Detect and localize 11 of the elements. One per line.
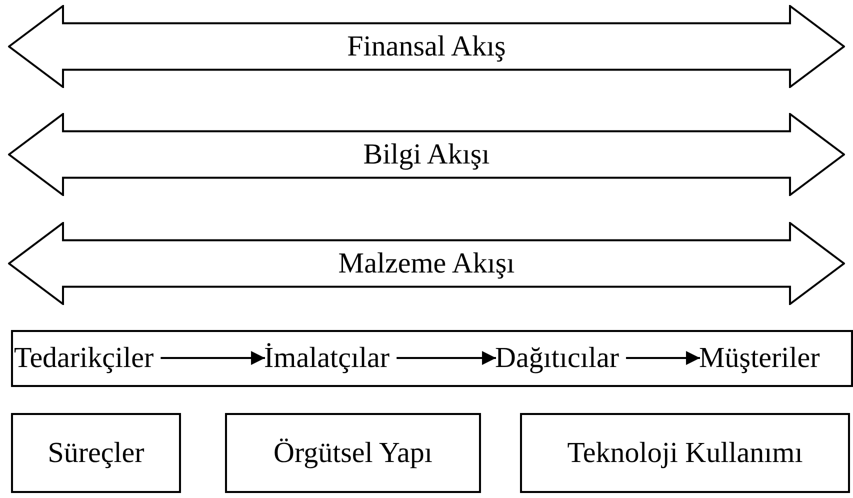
flow-label: Malzeme Akışı xyxy=(338,247,515,280)
flow-label: Bilgi Akışı xyxy=(363,138,490,171)
text-box: Süreçler xyxy=(11,413,181,493)
flow-label: Finansal Akış xyxy=(347,30,506,63)
chain-frame xyxy=(11,330,853,387)
text-box: Teknoloji Kullanımı xyxy=(520,413,850,493)
arrow xyxy=(160,351,265,365)
arrow xyxy=(626,351,700,365)
stage-label: İmalatçılar xyxy=(264,341,390,375)
text-box: Örgütsel Yapı xyxy=(225,413,481,493)
arrow xyxy=(396,351,496,365)
